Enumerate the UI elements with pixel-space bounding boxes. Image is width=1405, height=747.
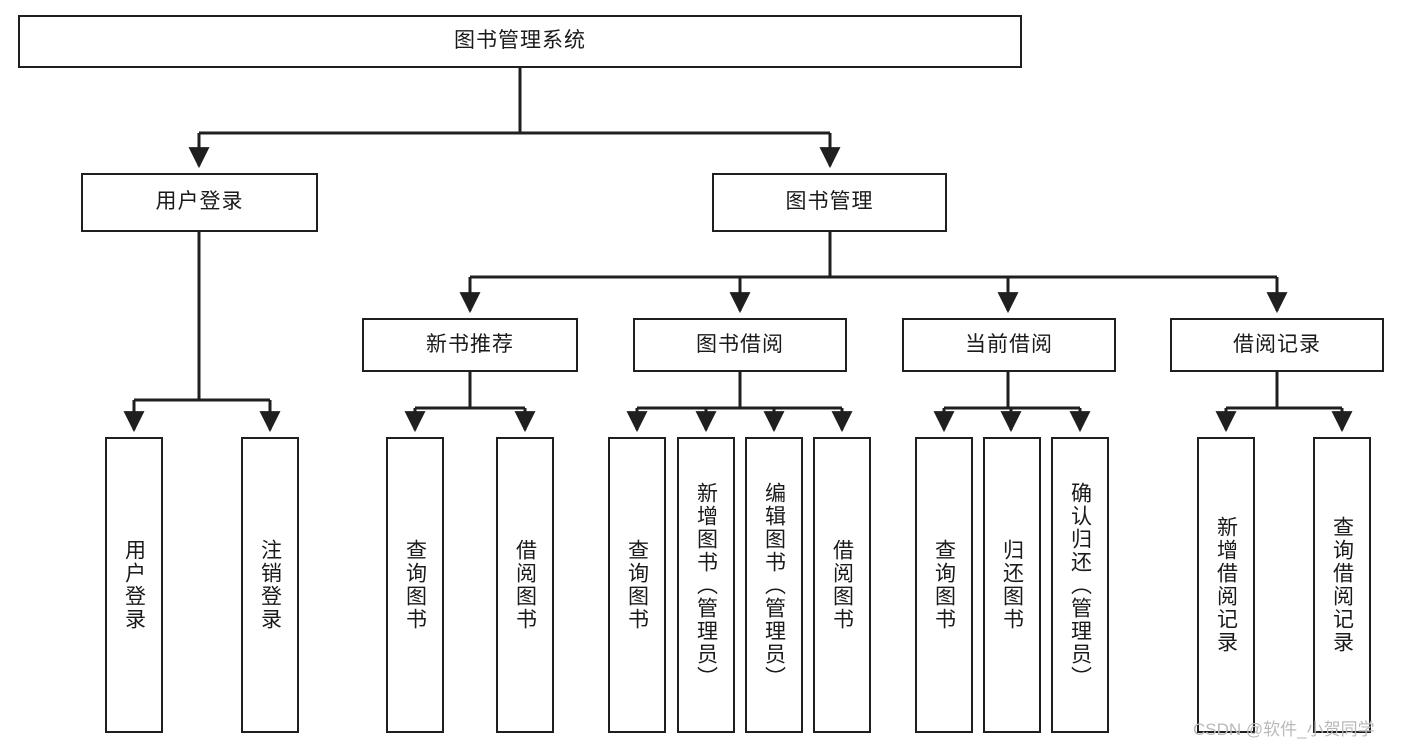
node-leaf-add-record[interactable]: 新增借阅记录 <box>1197 437 1255 733</box>
node-leaf-add-book-label: 新增图书（管理员） <box>694 481 718 689</box>
node-leaf-user-login-label: 用户登录 <box>122 539 146 631</box>
node-book-borrow-label: 图书借阅 <box>696 332 784 356</box>
node-leaf-query-book-3-label: 查询图书 <box>932 539 956 631</box>
node-leaf-return-book-label: 归还图书 <box>1000 539 1024 631</box>
node-leaf-add-book[interactable]: 新增图书（管理员） <box>677 437 735 733</box>
node-leaf-logout-login[interactable]: 注销登录 <box>241 437 299 733</box>
node-leaf-query-book-3[interactable]: 查询图书 <box>915 437 973 733</box>
node-root-label: 图书管理系统 <box>454 29 586 53</box>
node-leaf-add-record-label: 新增借阅记录 <box>1214 516 1238 654</box>
node-leaf-query-book-1-label: 查询图书 <box>403 539 427 631</box>
node-leaf-borrow-book-1[interactable]: 借阅图书 <box>496 437 554 733</box>
node-current-borrow-label: 当前借阅 <box>965 332 1053 356</box>
node-leaf-edit-book-label: 编辑图书（管理员） <box>762 481 786 689</box>
node-leaf-confirm-return[interactable]: 确认归还（管理员） <box>1051 437 1109 733</box>
node-current-borrow[interactable]: 当前借阅 <box>902 318 1116 372</box>
node-leaf-query-book-1[interactable]: 查询图书 <box>386 437 444 733</box>
node-new-book-recommend[interactable]: 新书推荐 <box>362 318 578 372</box>
node-leaf-query-book-2[interactable]: 查询图书 <box>608 437 666 733</box>
node-leaf-query-book-2-label: 查询图书 <box>625 539 649 631</box>
node-leaf-confirm-return-label: 确认归还（管理员） <box>1068 481 1092 689</box>
node-leaf-return-book[interactable]: 归还图书 <box>983 437 1041 733</box>
node-leaf-query-record[interactable]: 查询借阅记录 <box>1313 437 1371 733</box>
node-book-manage-label: 图书管理 <box>785 190 874 214</box>
node-leaf-query-record-label: 查询借阅记录 <box>1330 516 1354 654</box>
node-leaf-edit-book[interactable]: 编辑图书（管理员） <box>745 437 803 733</box>
node-root[interactable]: 图书管理系统 <box>18 15 1022 68</box>
node-leaf-borrow-book-2[interactable]: 借阅图书 <box>813 437 871 733</box>
node-leaf-user-login[interactable]: 用户登录 <box>105 437 163 733</box>
node-borrow-record[interactable]: 借阅记录 <box>1170 318 1384 372</box>
node-user-login[interactable]: 用户登录 <box>81 173 318 232</box>
csdn-watermark: CSDN @软件_小贺同学 <box>1193 720 1375 739</box>
node-borrow-record-label: 借阅记录 <box>1233 332 1321 356</box>
node-book-borrow[interactable]: 图书借阅 <box>633 318 847 372</box>
node-leaf-borrow-book-2-label: 借阅图书 <box>830 539 854 631</box>
node-new-book-recommend-label: 新书推荐 <box>426 332 514 356</box>
node-leaf-logout-login-label: 注销登录 <box>258 539 282 631</box>
node-book-manage[interactable]: 图书管理 <box>712 173 947 232</box>
node-user-login-label: 用户登录 <box>155 190 244 214</box>
node-leaf-borrow-book-1-label: 借阅图书 <box>513 539 537 631</box>
